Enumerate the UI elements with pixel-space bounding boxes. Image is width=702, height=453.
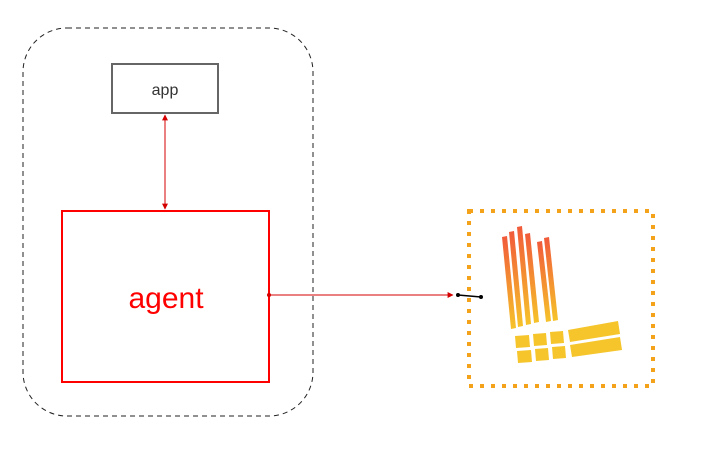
agent-box — [61, 210, 270, 383]
host-group-boundary — [22, 27, 314, 417]
agent-label: agent — [128, 282, 204, 315]
app-label: app — [152, 82, 179, 99]
app-node[interactable]: app — [111, 63, 219, 114]
grafana-loki-logo-node[interactable] — [467, 209, 655, 388]
app-box — [111, 63, 219, 114]
logo-link-handle — [456, 293, 483, 299]
logo-dotted-border — [467, 209, 655, 388]
agent-node[interactable]: agent — [61, 210, 270, 383]
grafana-loki-logo-icon — [502, 226, 622, 363]
connector-start-dot — [267, 293, 271, 297]
